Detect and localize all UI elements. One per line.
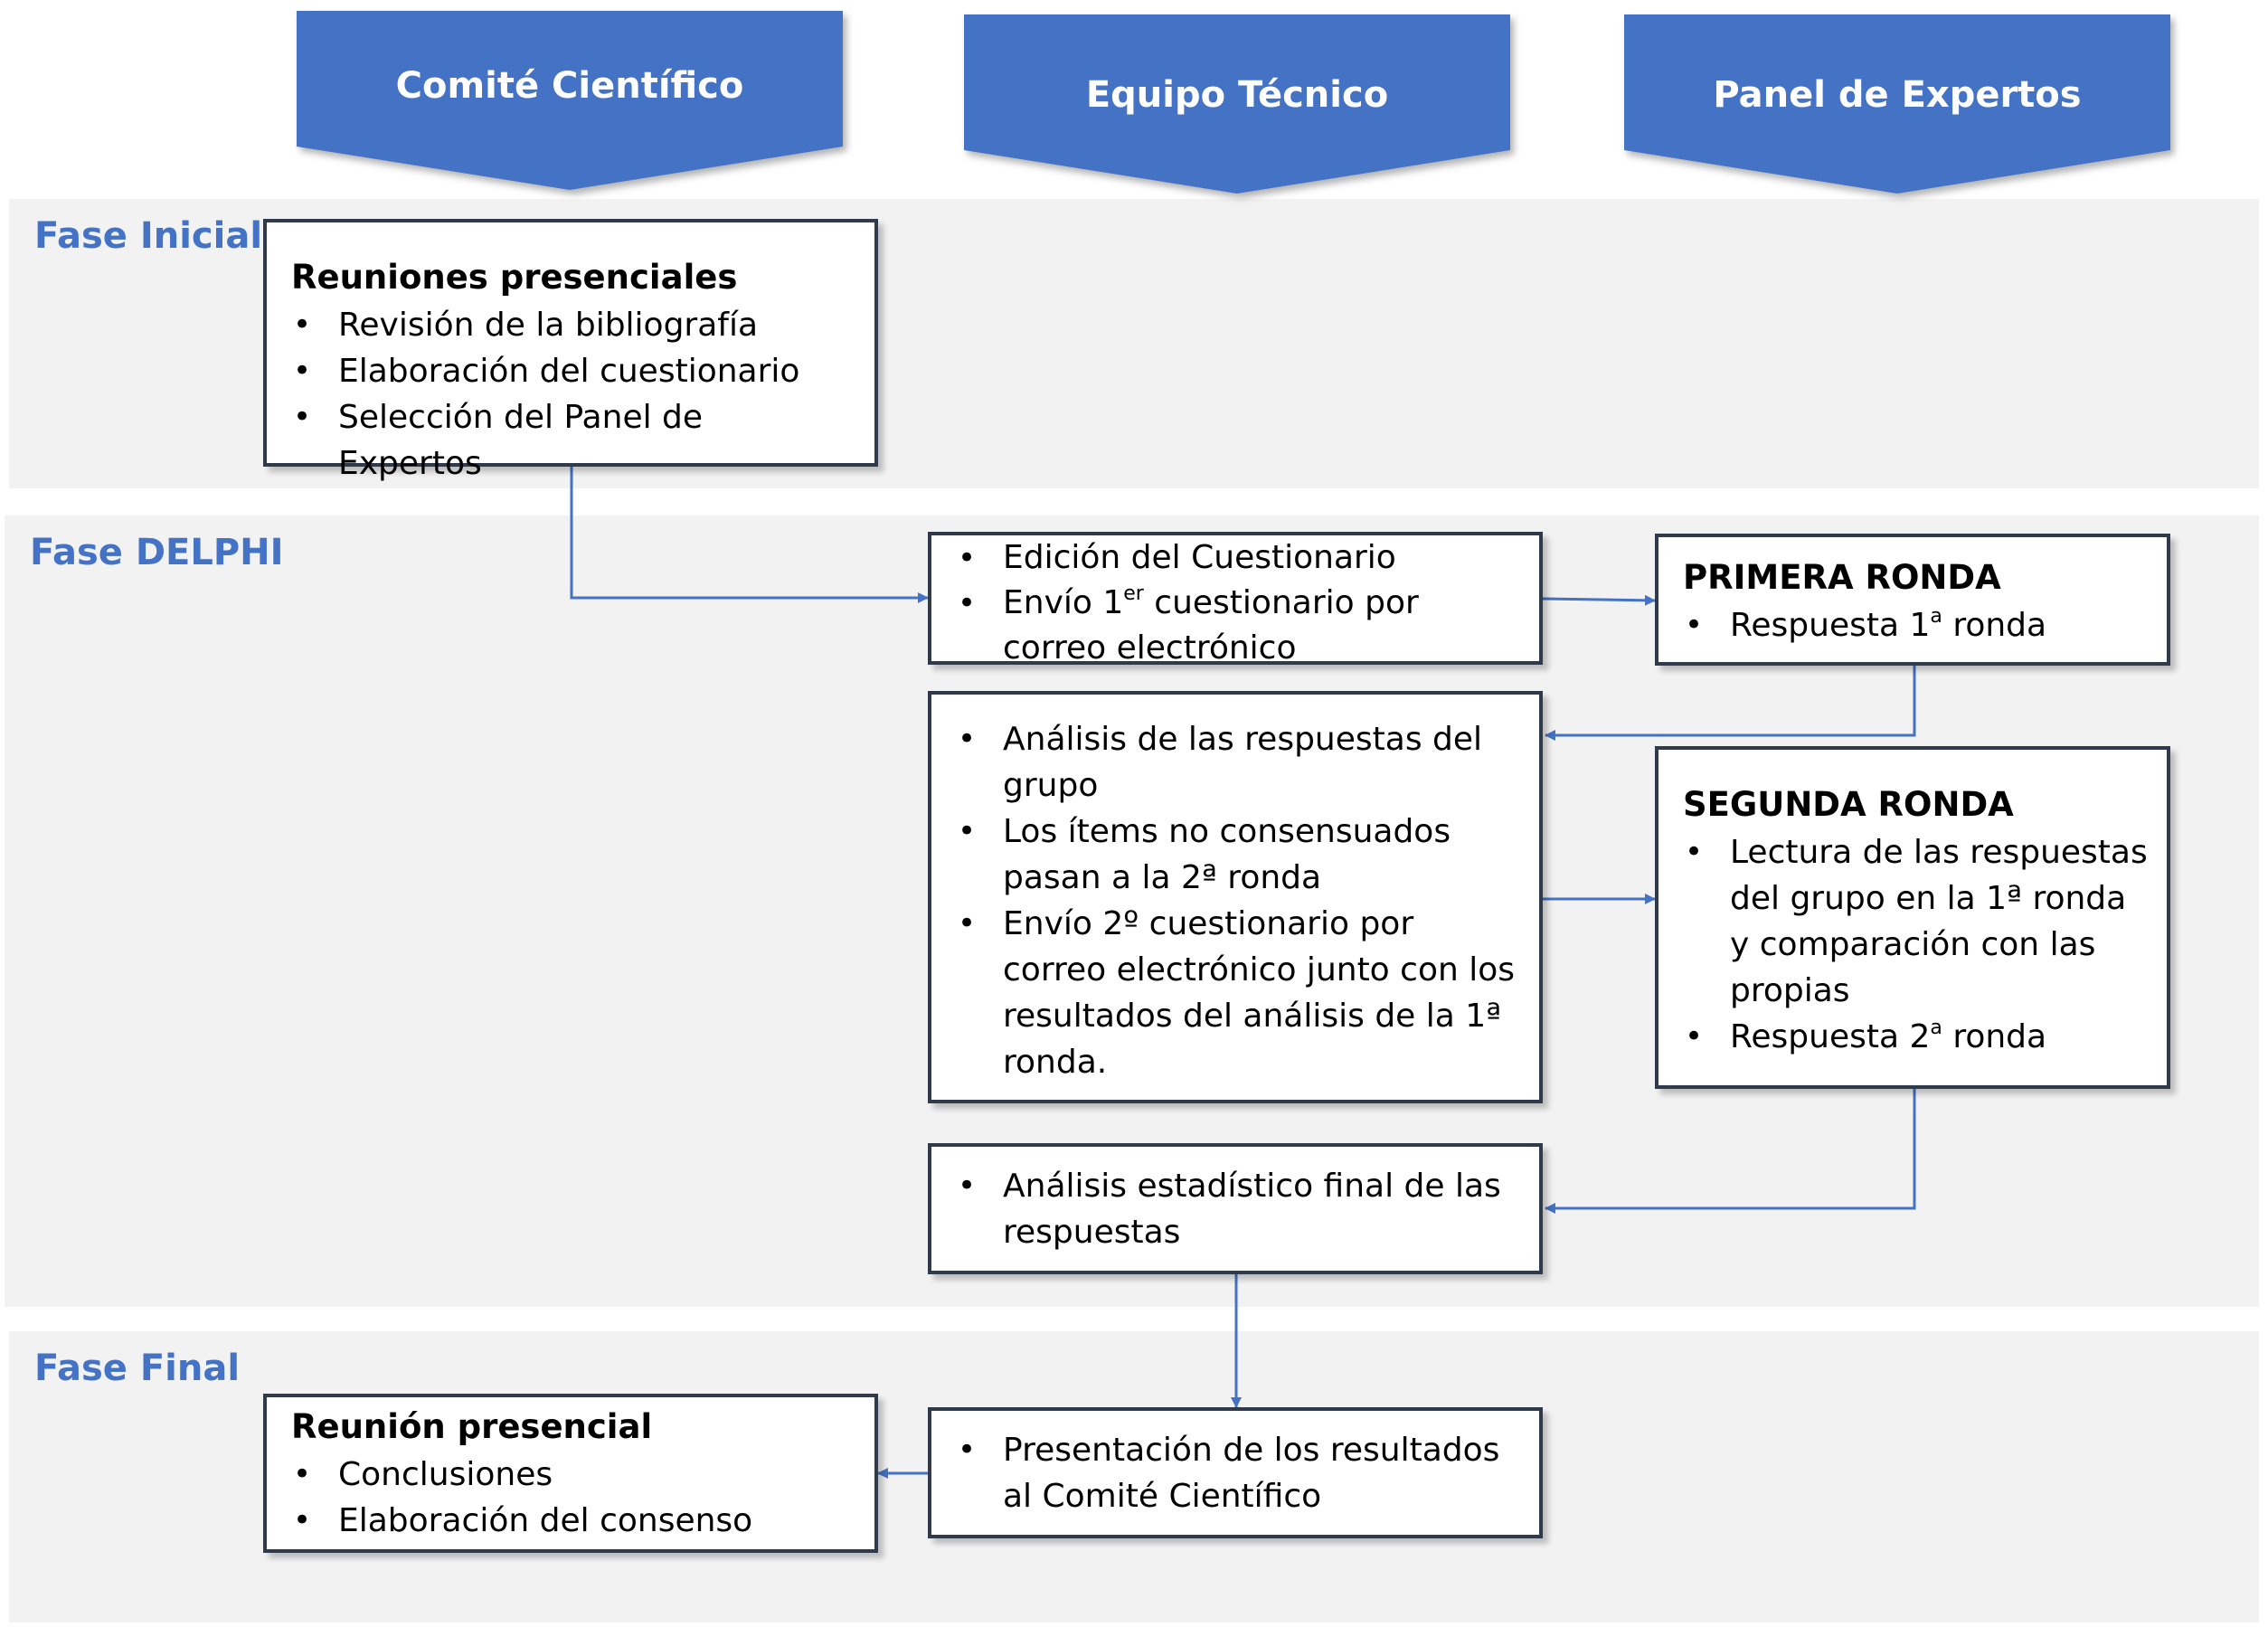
list-item: Envío 2º cuestionario por correo electró… [956, 901, 1521, 1085]
lane-header-shape [297, 11, 843, 190]
list-item: Envío 1er cuestionario por correo electr… [956, 581, 1521, 671]
list-item: Presentación de los resultados al Comité… [956, 1427, 1521, 1519]
bullet-list: Edición del Cuestionario Envío 1er cuest… [956, 535, 1521, 671]
list-item: Edición del Cuestionario [956, 535, 1521, 581]
list-item: Conclusiones [291, 1452, 856, 1498]
lane-header-equipo-tecnico: Equipo Técnico [964, 14, 1510, 195]
superscript: er [1123, 582, 1144, 605]
text-run: Envío 1 [1003, 584, 1124, 621]
list-item: Revisión de la bibliografía [291, 302, 856, 348]
box-title: Reuniones presenciales [291, 258, 738, 297]
list-item: Elaboración del cuestionario [291, 348, 856, 394]
bullet-list: Revisión de la bibliografía Elaboración … [291, 302, 856, 487]
bullet-list: Análisis estadístico final de las respue… [956, 1163, 1521, 1255]
box-title: Reunión presencial [291, 1407, 653, 1446]
lane-title-comite: Comité Científico [395, 65, 744, 107]
box-segunda-ronda: SEGUNDA RONDA Lectura de las respuestas … [1655, 746, 2170, 1089]
bullet-list: Lectura de las respuestas del grupo en l… [1683, 829, 2149, 1060]
box-analisis-estadistico: Análisis estadístico final de las respue… [928, 1143, 1543, 1274]
bullet-list: Presentación de los resultados al Comité… [956, 1427, 1521, 1519]
superscript: a [1930, 1017, 1942, 1039]
arrow-reuniones-to-edicion [570, 467, 929, 603]
phase-label-initial: Fase Inicial [34, 215, 263, 257]
bullet-list: Respuesta 1a ronda [1683, 602, 2149, 648]
list-item: Análisis estadístico final de las respue… [956, 1163, 1521, 1255]
box-edicion-cuestionario: Edición del Cuestionario Envío 1er cuest… [928, 532, 1543, 667]
list-item: Selección del Panel de Expertos [291, 394, 856, 487]
box-title: SEGUNDA RONDA [1683, 785, 2014, 824]
list-item: Respuesta 2a ronda [1683, 1014, 2149, 1060]
list-item: Análisis de las respuestas del grupo [956, 716, 1521, 809]
text-run: Respuesta 1 [1730, 607, 1931, 644]
box-title: PRIMERA RONDA [1683, 558, 2001, 597]
text-run: cuestionario por correo electrónico [1003, 584, 1419, 667]
arrow-edicion-to-primera [1542, 594, 1656, 606]
lane-header-comite-cientifico: Comité Científico [297, 11, 843, 192]
lane-header-shape [1624, 14, 2170, 194]
list-item: Lectura de las respuestas del grupo en l… [1683, 829, 2149, 1014]
arrow-primera-to-analisis [1545, 666, 1916, 741]
bullet-list: Conclusiones Elaboración del consenso [291, 1452, 856, 1544]
text-run: ronda [1942, 607, 2047, 644]
phase-label-final: Fase Final [34, 1348, 241, 1389]
box-presentacion-resultados: Presentación de los resultados al Comité… [928, 1407, 1543, 1538]
list-item: Elaboración del consenso [291, 1498, 856, 1544]
box-primera-ronda: PRIMERA RONDA Respuesta 1a ronda [1655, 534, 2170, 666]
box-reuniones-presenciales: Reuniones presenciales Revisión de la bi… [263, 219, 878, 482]
lane-header-shape [964, 14, 1510, 194]
lane-header-panel-expertos: Panel de Expertos [1624, 14, 2170, 195]
list-item: Los ítems no consensuados pasan a la 2ª … [956, 809, 1521, 901]
superscript: a [1930, 605, 1942, 628]
box-analisis-respuestas: Análisis de las respuestas del grupo Los… [928, 691, 1543, 1103]
text-run: Respuesta 2 [1730, 1018, 1931, 1055]
lane-title-equipo: Equipo Técnico [1085, 74, 1389, 116]
arrow-segunda-to-estadistico [1545, 1089, 1916, 1214]
phase-label-delphi: Fase DELPHI [30, 532, 284, 573]
lane-title-panel: Panel de Expertos [1713, 74, 2082, 116]
text-run: ronda [1942, 1018, 2047, 1055]
bullet-list: Análisis de las respuestas del grupo Los… [956, 716, 1521, 1085]
list-item: Respuesta 1a ronda [1683, 602, 2149, 648]
box-reunion-presencial: Reunión presencial Conclusiones Elaborac… [263, 1394, 878, 1553]
